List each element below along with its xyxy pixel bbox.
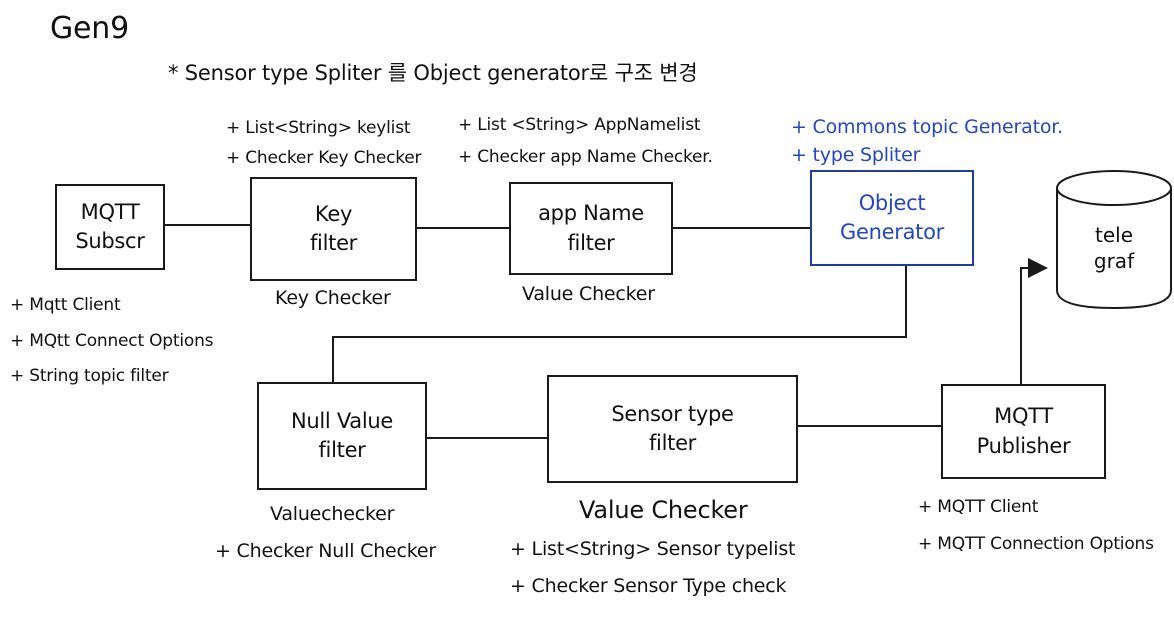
mqtt-publisher-line1: MQTT <box>994 404 1053 429</box>
telegraf-node: tele graf <box>1062 222 1166 274</box>
sensor-type-filter-annotation-2: + Checker Sensor Type check <box>510 575 787 597</box>
edge-object-generator-to-null-value-filter <box>332 265 907 382</box>
object-generator-annotation-2: + type Spliter <box>791 144 921 166</box>
mqtt-publisher-annotation-1: + MQTT Client <box>918 497 1039 517</box>
diagram-note: * Sensor type Spliter 를 Object generator… <box>168 61 698 85</box>
mqtt-subscr-line2: Subscr <box>75 229 145 253</box>
mqtt-subscr-node: MQTT Subscr <box>55 184 165 270</box>
null-value-filter-line2: filter <box>318 438 366 462</box>
mqtt-subscr-line1: MQTT <box>80 199 140 224</box>
mqtt-publisher-line2: Publisher <box>976 433 1071 458</box>
telegraf-cylinder-icon <box>1056 170 1172 310</box>
app-name-filter-annotation-1: + List <String> AppNamelist <box>458 115 701 135</box>
app-name-filter-line1: app Name <box>538 201 644 226</box>
null-value-filter-line1: Null Value <box>290 408 394 433</box>
diagram-title: Gen9 <box>50 11 130 46</box>
object-generator-node: Object Generator <box>810 170 974 266</box>
app-name-filter-node: app Name filter <box>509 182 673 275</box>
key-filter-annotation-1: + List<String> keylist <box>226 118 411 138</box>
sensor-type-filter-node: Sensor type filter <box>547 375 798 483</box>
key-filter-caption: Key Checker <box>275 287 391 309</box>
object-generator-line2: Generator <box>840 220 944 244</box>
telegraf-line2: graf <box>1093 249 1135 273</box>
mqtt-subscr-annotation-2: + MQtt Connect Options <box>10 331 214 351</box>
null-value-filter-node: Null Value filter <box>257 382 427 490</box>
sensor-type-filter-line2: filter <box>648 431 697 455</box>
null-value-filter-caption: Valuechecker <box>270 503 395 525</box>
app-name-filter-annotation-2: + Checker app Name Checker. <box>458 147 713 167</box>
edge-publisher-to-telegraf <box>1020 258 1048 384</box>
sensor-type-filter-caption: Value Checker <box>579 496 748 524</box>
mqtt-publisher-node: MQTT Publisher <box>941 384 1106 479</box>
app-name-filter-caption: Value Checker <box>522 283 655 305</box>
telegraf-line1: tele <box>1094 223 1133 247</box>
key-filter-line1: Key <box>314 201 353 226</box>
key-filter-node: Key filter <box>250 177 417 281</box>
mqtt-subscr-annotation-1: + Mqtt Client <box>10 295 121 315</box>
key-filter-line2: filter <box>309 231 358 255</box>
app-name-filter-line2: filter <box>567 230 615 255</box>
mqtt-subscr-annotation-3: + String topic filter <box>10 366 169 386</box>
mqtt-publisher-annotation-2: + MQTT Connection Options <box>918 534 1154 554</box>
null-value-filter-annotation-1: + Checker Null Checker <box>215 540 436 562</box>
key-filter-annotation-2: + Checker Key Checker <box>226 148 422 168</box>
object-generator-line1: Object <box>858 190 926 215</box>
sensor-type-filter-line1: Sensor type <box>611 401 734 426</box>
object-generator-annotation-1: + Commons topic Generator. <box>791 116 1063 138</box>
sensor-type-filter-annotation-1: + List<String> Sensor typelist <box>510 538 796 560</box>
